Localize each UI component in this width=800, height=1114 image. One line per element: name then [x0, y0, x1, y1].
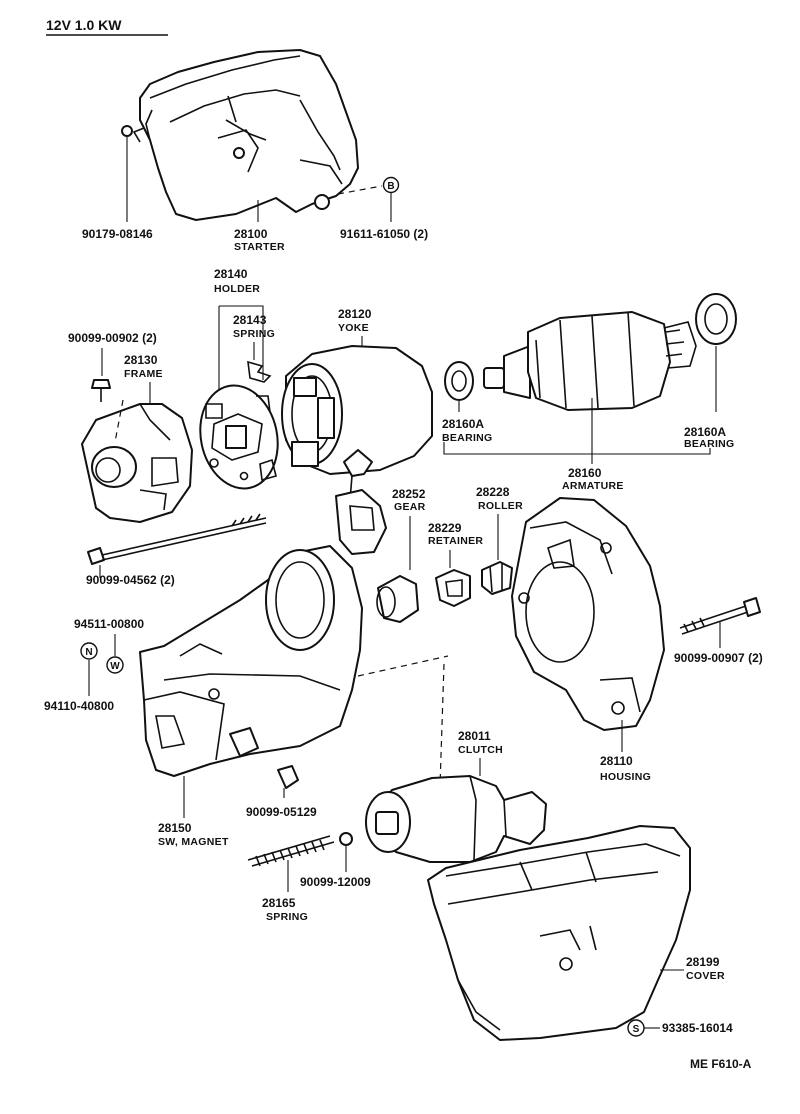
part-name-armature: ARMATURE [562, 480, 624, 492]
callout-28252: 28252 GEAR [376, 487, 426, 623]
callout-28140: 28140 HOLDER [214, 267, 264, 396]
magnet-switch-28150 [139, 545, 449, 777]
part-number-28110: 28110 [600, 754, 633, 768]
brush-spring [247, 360, 272, 383]
part-name-starter: STARTER [234, 241, 285, 253]
bearing-28160a-right: 28160A BEARING [684, 293, 737, 450]
spring-28165 [247, 835, 335, 867]
callout-28130: 28130 FRAME [124, 353, 163, 406]
callout-90099-00907: 90099-00907 (2) [674, 597, 763, 665]
yoke-28120 [281, 345, 433, 507]
symbol-b-letter: B [387, 181, 394, 192]
callout-28150: 28150 SW, MAGNET [158, 776, 229, 848]
screw-90099-00902 [91, 379, 111, 389]
bearing-28160a-left: 28160A BEARING [442, 361, 493, 444]
symbol-n-letter: N [85, 647, 92, 658]
callout-28228: 28228 ROLLER [476, 485, 523, 595]
armature-28160 [483, 311, 697, 411]
figure-code: ME F610-A [690, 1057, 752, 1071]
plunger-90099-05129 [277, 765, 299, 789]
part-name-housing: HOUSING [600, 771, 651, 783]
part-name-roller: ROLLER [478, 500, 523, 512]
part-number-28160a-right: 28160A [684, 425, 726, 439]
callout-28165: 28165 SPRING [262, 860, 308, 923]
callout-28110: 28110 HOUSING [600, 720, 651, 783]
clutch-28011 [365, 663, 547, 863]
retainer-28229 [435, 569, 471, 607]
part-number-28228: 28228 [476, 485, 510, 499]
part-number-91611-61050: 91611-61050 (2) [340, 227, 428, 241]
part-number-28140: 28140 [214, 267, 248, 281]
roller-28228 [481, 561, 513, 595]
bolt-90099-00907 [743, 597, 761, 617]
symbol-s-letter: S [633, 1024, 640, 1035]
part-number-90099-12009: 90099-12009 [300, 875, 371, 889]
starter-assembly [132, 49, 359, 221]
part-name-frame: FRAME [124, 368, 163, 380]
symbol-n-icon [80, 642, 98, 660]
callout-90099-00902: 90099-00902 (2) [68, 331, 157, 402]
part-number-94511-00800: 94511-00800 [74, 617, 144, 631]
part-name-spring-28143: SPRING [233, 328, 275, 340]
callout-28100: 28100 STARTER [234, 200, 285, 253]
holder-28140 [199, 384, 279, 490]
callout-94511-00800: 94511-00800 W [74, 617, 144, 674]
part-number-28160: 28160 [568, 466, 602, 480]
part-name-cover: COVER [686, 970, 725, 982]
part-number-94110-40800: 94110-40800 [44, 699, 114, 713]
part-number-90099-00907: 90099-00907 (2) [674, 651, 763, 665]
through-bolt-head [87, 547, 105, 565]
frame-28130 [81, 399, 193, 523]
callout-28199: 28199 COVER [660, 955, 725, 982]
housing-28110 [511, 497, 665, 731]
callout-28120: 28120 YOKE [338, 307, 372, 348]
callout-90099-04562: 90099-04562 (2) [86, 513, 267, 587]
part-number-28143: 28143 [233, 313, 267, 327]
callout-90099-12009: 90099-12009 [300, 832, 371, 889]
nut-90179-08146 [121, 125, 133, 137]
part-number-28130: 28130 [124, 353, 158, 367]
part-name-bearing-left: BEARING [442, 432, 493, 444]
ball-90099-12009 [339, 832, 353, 846]
part-name-bearing-right: BEARING [684, 438, 735, 450]
part-number-90179-08146: 90179-08146 [82, 227, 153, 241]
diagram-title: 12V 1.0 KW [46, 17, 122, 33]
part-number-28120: 28120 [338, 307, 372, 321]
callout-28143: 28143 SPRING [233, 313, 275, 383]
part-name-spring-28165: SPRING [266, 911, 308, 923]
part-number-28165: 28165 [262, 896, 296, 910]
part-number-28100: 28100 [234, 227, 268, 241]
part-name-sw-magnet: SW, MAGNET [158, 836, 229, 848]
part-number-28199: 28199 [686, 955, 720, 969]
callout-28229: 28229 RETAINER [428, 521, 483, 607]
part-name-retainer: RETAINER [428, 535, 483, 547]
part-name-clutch: CLUTCH [458, 744, 503, 756]
part-number-28150: 28150 [158, 821, 192, 835]
callout-91611-61050: B 91611-61050 (2) [337, 176, 428, 241]
part-number-90099-00902: 90099-00902 (2) [68, 331, 157, 345]
callout-28160: 28160 ARMATURE [443, 398, 711, 492]
part-number-90099-05129: 90099-05129 [246, 805, 317, 819]
callout-90179-08146: 90179-08146 [82, 125, 153, 241]
cover-28199 [427, 825, 691, 1041]
callout-94110-40800: N 94110-40800 [44, 642, 114, 713]
callout-93385-16014: S 93385-16014 [627, 1019, 733, 1037]
part-name-gear: GEAR [394, 501, 426, 513]
part-name-holder: HOLDER [214, 283, 260, 295]
part-number-90099-04562: 90099-04562 (2) [86, 573, 175, 587]
callout-28011: 28011 CLUTCH [458, 729, 503, 776]
part-number-28160a-left: 28160A [442, 417, 484, 431]
part-number-28229: 28229 [428, 521, 462, 535]
part-number-28011: 28011 [458, 729, 491, 743]
brush-lead [335, 489, 387, 555]
symbol-w-icon [106, 656, 124, 674]
part-name-yoke: YOKE [338, 322, 369, 334]
symbol-w-letter: W [110, 661, 120, 672]
gear-28252 [377, 575, 419, 623]
callout-90099-05129: 90099-05129 [246, 765, 317, 819]
part-number-93385-16014: 93385-16014 [662, 1021, 733, 1035]
part-number-28252: 28252 [392, 487, 426, 501]
symbol-b-icon [382, 176, 400, 194]
